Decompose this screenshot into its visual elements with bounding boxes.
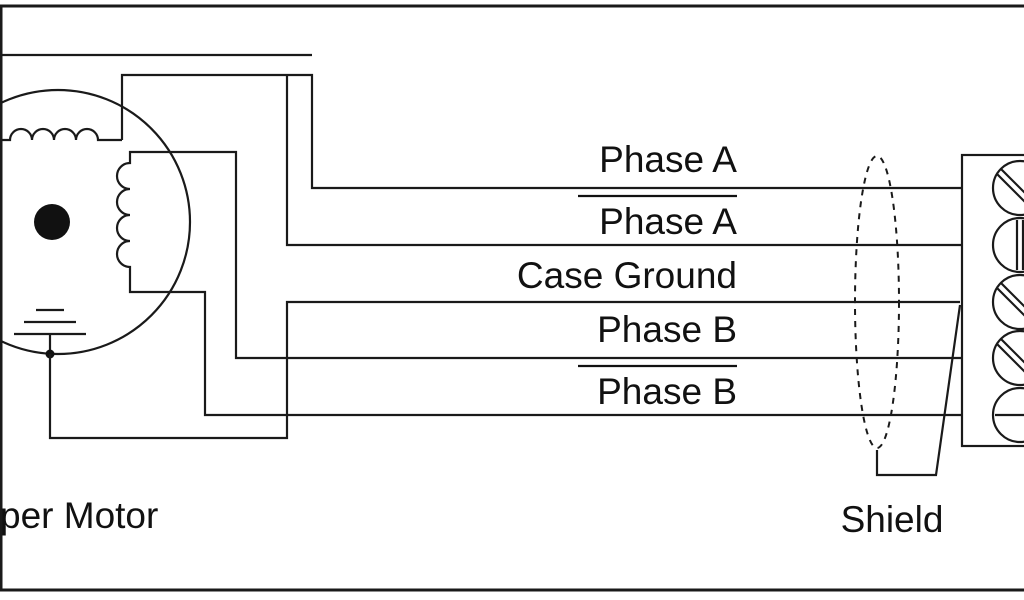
wires (2, 53, 1024, 440)
label-case-ground: Case Ground (517, 255, 737, 296)
label-shield: Shield (841, 499, 944, 540)
label-phase-b-bar: Phase B (597, 371, 737, 412)
wire-phase-b-bar (167, 290, 1024, 417)
motor-shaft (34, 204, 70, 240)
terminal-screw-4 (991, 329, 1024, 387)
case-ground-symbol (14, 308, 86, 359)
label-phase-b: Phase B (597, 309, 737, 350)
phase-b-winding (115, 150, 167, 294)
shield-drain-wire (875, 304, 962, 477)
wire-phase-a-bar-run (285, 75, 1024, 247)
terminal-screw-5 (991, 386, 1024, 444)
diagram-frame (0, 4, 1024, 592)
label-motor: per Motor (0, 495, 158, 536)
label-phase-a-bar: Phase A (599, 201, 737, 242)
terminal-screw-1 (991, 159, 1024, 217)
phase-a-winding (2, 127, 122, 142)
label-phase-a: Phase A (599, 139, 737, 180)
terminal-screw-3 (991, 273, 1024, 331)
wire-phase-b (167, 150, 1024, 360)
terminal-screw-2 (991, 216, 1024, 274)
terminal-block (960, 153, 1024, 448)
wire-case-ground (48, 300, 960, 440)
stepper-motor (0, 88, 192, 359)
motor-housing (0, 88, 192, 356)
shield (854, 155, 962, 477)
shield-outline (854, 155, 900, 449)
wire-phase-a (120, 73, 1024, 190)
